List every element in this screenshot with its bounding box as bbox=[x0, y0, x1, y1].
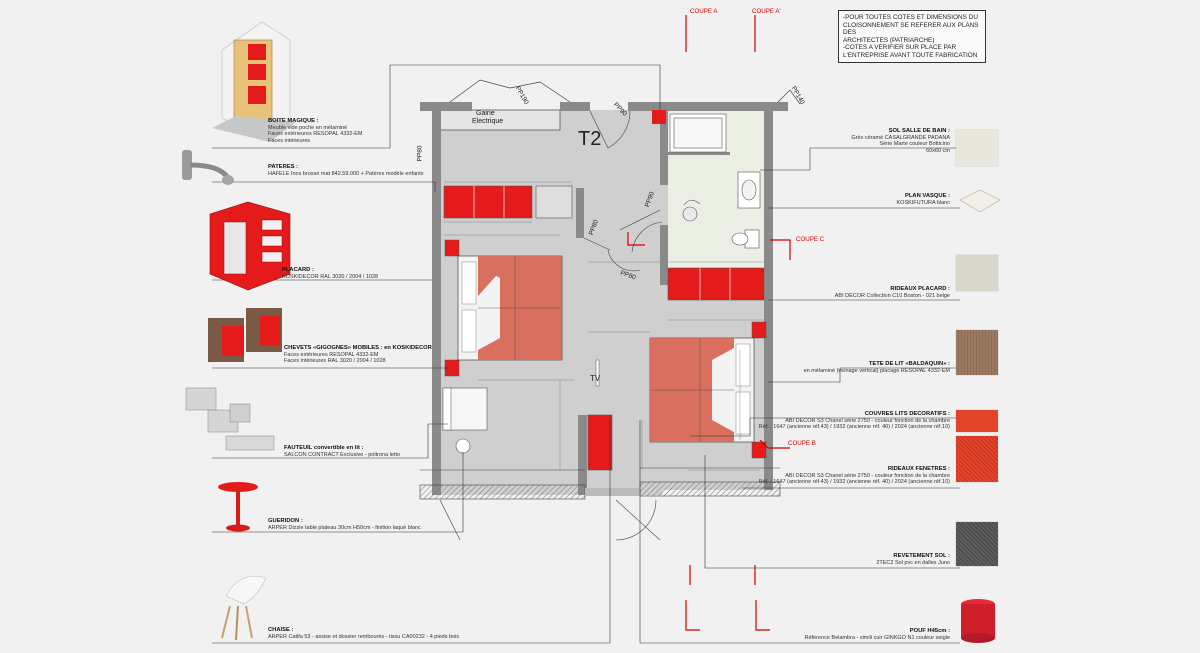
revetement-sol-swatch bbox=[956, 522, 998, 566]
item-line: Faces intérieures bbox=[268, 137, 311, 144]
chaise-illustration bbox=[221, 575, 267, 641]
item-line: Référence Belambra - simili cuir GINKGO … bbox=[804, 634, 951, 641]
dimension-lines bbox=[444, 181, 764, 471]
rideaux-placard-label: RIDEAUX PLACARD : ABI DECOR Collection C… bbox=[835, 286, 950, 299]
sol-salle-de-bain-swatch bbox=[956, 130, 998, 166]
placard-label: PLACARD : KOSKIDECOR RAL 3020 / 2004 / 1… bbox=[282, 267, 378, 280]
item-title: PLAN VASQUE : bbox=[905, 193, 950, 199]
item-title: COUVRES LITS DECORATIFS : bbox=[864, 411, 950, 417]
item-title: TETE DE LIT «BALDAQUIN» : bbox=[868, 361, 950, 367]
door-label: PP80 bbox=[416, 145, 424, 162]
item-title: REVETEMENT SOL : bbox=[893, 553, 950, 559]
item-line: Faces extérieures RESOPAL 4332-EM bbox=[284, 351, 379, 358]
boite-magique-illustration bbox=[212, 21, 296, 142]
item-line: HAFELE Inox brossé mat 842.59.000 + Patè… bbox=[268, 170, 424, 177]
item-title: FAUTEUIL convertible en lit : bbox=[284, 445, 364, 451]
item-line: ARPER Dizzie table plateau 30cm H50cm - … bbox=[268, 524, 421, 531]
room-name: T2 bbox=[578, 128, 602, 150]
couvre-lits-swatch bbox=[956, 410, 998, 432]
rideaux-placard-swatch bbox=[956, 255, 998, 291]
item-title: RIDEAUX PLACARD : bbox=[890, 286, 950, 292]
gueridon-label: GUERIDON : ARPER Dizzie table plateau 30… bbox=[268, 518, 421, 531]
placard-illustration bbox=[209, 201, 291, 291]
tv-unit bbox=[595, 359, 600, 387]
bathroom-fixtures bbox=[669, 113, 761, 249]
coupe-a-label: COUPE A bbox=[690, 8, 718, 15]
bedside-tables bbox=[444, 239, 767, 459]
note-line: -COTES A VERIFIER SUR PLACE PAR bbox=[843, 44, 957, 52]
item-line: ABI DECOR S3 Chanel série 2750 - couleur… bbox=[785, 417, 950, 424]
note-line: CLOISONNEMENT SE REFERER AUX PLANS DES bbox=[843, 21, 979, 37]
item-line: ARPER Catifa 53 - assise et dossier remb… bbox=[268, 633, 460, 640]
plan-vasque-sample bbox=[959, 189, 1001, 213]
chevets-illustration bbox=[208, 308, 282, 362]
bed-2 bbox=[649, 337, 755, 443]
chaise-label: CHAISE : ARPER Catifa 53 - assise et dos… bbox=[268, 627, 459, 640]
item-line: ABI DECOR S3 Chanel série 2750 - couleur… bbox=[785, 472, 950, 479]
item-line: KOSKIDECOR RAL 3020 / 2004 / 1028 bbox=[282, 273, 379, 280]
item-line: Réf. : 1647 (ancienne réf.43) / 1932 (an… bbox=[758, 424, 950, 431]
item-title: SOL SALLE DE BAIN : bbox=[888, 128, 950, 134]
tv-label: TV bbox=[590, 374, 601, 383]
item-line: 2TEC2 Sol pvc en dalles Juno bbox=[876, 559, 950, 566]
item-title: GUERIDON : bbox=[268, 518, 303, 524]
item-line: KOSKIFUTURA blanc bbox=[896, 199, 951, 206]
chevets-label: CHEVETS «GIGOGNES» MOBILES : en KOSKIDEC… bbox=[284, 345, 432, 365]
fauteuil-illustration bbox=[185, 387, 275, 451]
tete-de-lit-swatch bbox=[956, 330, 998, 375]
rideaux-fenetres-swatch bbox=[956, 436, 998, 482]
item-line: en mélaminé (veinage vertical) placage R… bbox=[803, 367, 950, 374]
pouf-illustration bbox=[961, 599, 995, 643]
gaine-label: Gaine bbox=[476, 110, 495, 117]
boite-magique-label: BOITE MAGIQUE : Meuble vide poche en mél… bbox=[268, 118, 362, 144]
placards bbox=[443, 110, 765, 471]
tete-de-lit-label: TETE DE LIT «BALDAQUIN» : en mélaminé (v… bbox=[804, 361, 950, 374]
item-title: RIDEAUX FENETRES : bbox=[887, 466, 950, 472]
item-line: Faces extérieures RESOPAL 4332-EM bbox=[268, 131, 363, 138]
door-swings bbox=[439, 110, 663, 541]
item-title: BOITE MAGIQUE : bbox=[268, 118, 319, 124]
rideaux-fenetres-label: RIDEAUX FENETRES : ABI DECOR S3 Chanel s… bbox=[759, 466, 950, 486]
item-line: Meuble vide poche en mélaminé bbox=[268, 124, 348, 131]
item-title: CHAISE : bbox=[268, 627, 294, 633]
coupe-a2-label: COUPE A' bbox=[752, 8, 781, 15]
armchair bbox=[442, 387, 488, 454]
note-line: L'ENTREPRISE AVANT TOUTE FABRICATION bbox=[843, 51, 978, 59]
bed-1 bbox=[457, 255, 563, 361]
item-line: ABI DECOR Collection C10 Boston - 021 be… bbox=[834, 292, 950, 299]
section-markers bbox=[627, 15, 791, 631]
pateres-label: PATERES : HAFELE Inox brossé mat 842.59.… bbox=[268, 164, 423, 177]
coupe-c-label: COUPE C bbox=[796, 236, 825, 243]
item-line: Grès céramé CASALGRANDE PADANA bbox=[851, 134, 950, 141]
item-title: PATERES : bbox=[268, 164, 299, 170]
sol-salle-de-bain-label: SOL SALLE DE BAIN : Grès céramé CASALGRA… bbox=[851, 128, 950, 154]
item-title: POUF H45cm : bbox=[909, 628, 950, 634]
plan-vasque-label: PLAN VASQUE : KOSKIFUTURA blanc bbox=[897, 193, 951, 206]
facade bbox=[419, 467, 781, 500]
item-line: Réf. : 1647 (ancienne réf.43) / 1932 (an… bbox=[758, 479, 950, 486]
pouf-label: POUF H45cm : Référence Belambra - simili… bbox=[805, 628, 951, 641]
item-line: Série Marte couleur Botticino bbox=[879, 141, 950, 148]
entrance-canopy bbox=[449, 79, 801, 105]
note-line: -POUR TOUTES COTES ET DIMENSIONS DU bbox=[843, 14, 978, 21]
item-title: PLACARD : bbox=[282, 267, 314, 273]
item-line: SALCON CONTRACT Exclusive - poltrona let… bbox=[284, 451, 401, 458]
leader-lines bbox=[212, 64, 960, 644]
electrique-label: Electrique bbox=[472, 118, 504, 125]
revetement-sol-label: REVETEMENT SOL : 2TEC2 Sol pvc en dalles… bbox=[876, 553, 950, 566]
note-line: ARCHITECTES (PATRIARCHE) bbox=[843, 36, 935, 44]
general-note-box: -POUR TOUTES COTES ET DIMENSIONS DU CLOI… bbox=[838, 10, 986, 63]
item-line: 60x60 cm bbox=[926, 147, 950, 154]
item-title: CHEVETS «GIGOGNES» MOBILES : en KOSKIDEC… bbox=[284, 345, 432, 351]
pateres-illustration bbox=[182, 150, 234, 185]
item-line: Faces intérieures RAL 3020 / 2004 / 1028 bbox=[284, 358, 386, 365]
couvre-lits-label: COUVRES LITS DECORATIFS : ABI DECOR S3 C… bbox=[759, 411, 950, 431]
fauteuil-label: FAUTEUIL convertible en lit : SALCON CON… bbox=[284, 445, 400, 458]
coupe-b-label: COUPE B bbox=[788, 440, 816, 447]
gueridon-illustration bbox=[218, 482, 258, 532]
